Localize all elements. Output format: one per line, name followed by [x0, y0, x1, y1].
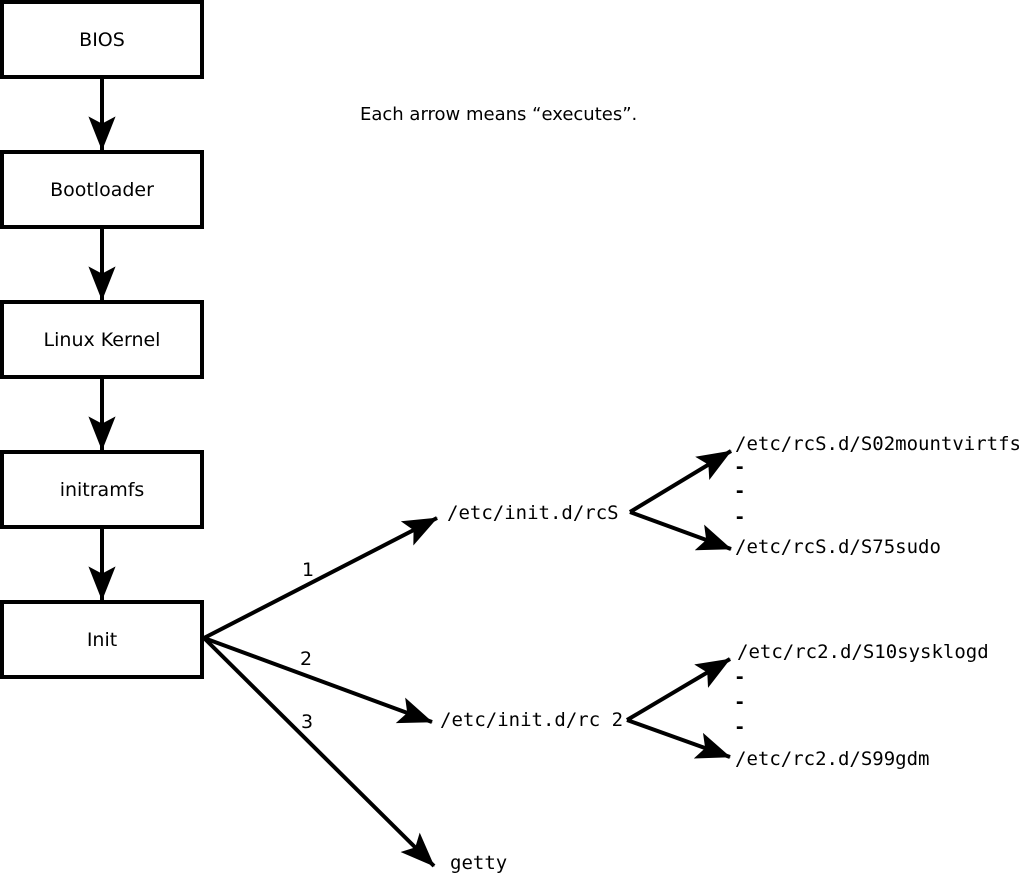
rc2-ellipsis-marks: - - - — [734, 666, 745, 738]
rc2-ellipsis-1: - — [734, 691, 745, 713]
arrow-rcs-to-first — [628, 449, 733, 514]
arrow-rc2-to-first — [625, 657, 732, 722]
box-outline-bios — [0, 0, 204, 79]
process-box-bios: BIOS — [0, 0, 204, 79]
rcs-child-labels: /etc/rcS.d/S02mountvirtfs/etc/rcS.d/S75s… — [735, 433, 1021, 558]
arrow-init-to-rc2 — [203, 636, 433, 724]
box-label-initramfs: initramfs — [60, 479, 145, 501]
box-label-bios: BIOS — [79, 29, 125, 51]
rc2-ellipsis-0: - — [734, 666, 745, 688]
label-rcs-last: /etc/rcS.d/S75sudo — [735, 536, 941, 558]
label-rc2-last: /etc/rc2.d/S99gdm — [735, 748, 929, 770]
process-box-kernel: Linux Kernel — [0, 300, 204, 379]
edge-number-edge-2: 2 — [300, 648, 312, 670]
script-label-getty: getty — [450, 852, 507, 874]
edge-number-edge-3: 3 — [301, 711, 313, 733]
rcs-ellipsis-1: - — [734, 480, 745, 502]
edge-number-labels: 1 2 3 — [300, 559, 314, 733]
box-outline-kernel — [0, 300, 204, 379]
fanout-arrows — [202, 449, 733, 868]
arrow-init-to-getty — [202, 636, 436, 868]
box-outline-init — [0, 600, 204, 679]
arrow-init-to-rcs — [203, 516, 438, 640]
box-outline-initramfs — [0, 450, 204, 529]
process-box-initramfs: initramfs — [0, 450, 204, 529]
arrow-rcs-to-last — [629, 510, 732, 551]
rc2-ellipsis-2: - — [734, 716, 745, 738]
arrow-rc2-to-last — [626, 718, 731, 759]
rcs-ellipsis-2: - — [734, 506, 745, 528]
script-label-rcs: /etc/init.d/rcS — [447, 502, 619, 524]
rc2-child-labels: /etc/rc2.d/S10sysklogd/etc/rc2.d/S99gdm — [735, 641, 989, 770]
box-label-kernel: Linux Kernel — [44, 329, 161, 351]
box-label-bootloader: Bootloader — [50, 179, 154, 201]
process-box-init: Init — [0, 600, 204, 679]
legend-note: Each arrow means “executes”. — [360, 104, 637, 125]
label-rc2-first: /etc/rc2.d/S10sysklogd — [737, 641, 989, 663]
edge-number-edge-1: 1 — [302, 559, 314, 581]
script-labels: /etc/init.d/rcS/etc/init.d/rc 2 getty — [440, 502, 623, 874]
script-label-rc2: /etc/init.d/rc 2 — [440, 709, 623, 731]
rcs-ellipsis-0: - — [734, 456, 745, 478]
rcs-ellipsis-marks: --- — [734, 456, 745, 528]
label-rcs-first: /etc/rcS.d/S02mountvirtfs — [735, 433, 1021, 455]
process-box-bootloader: Bootloader — [0, 150, 204, 229]
box-label-init: Init — [87, 629, 117, 651]
